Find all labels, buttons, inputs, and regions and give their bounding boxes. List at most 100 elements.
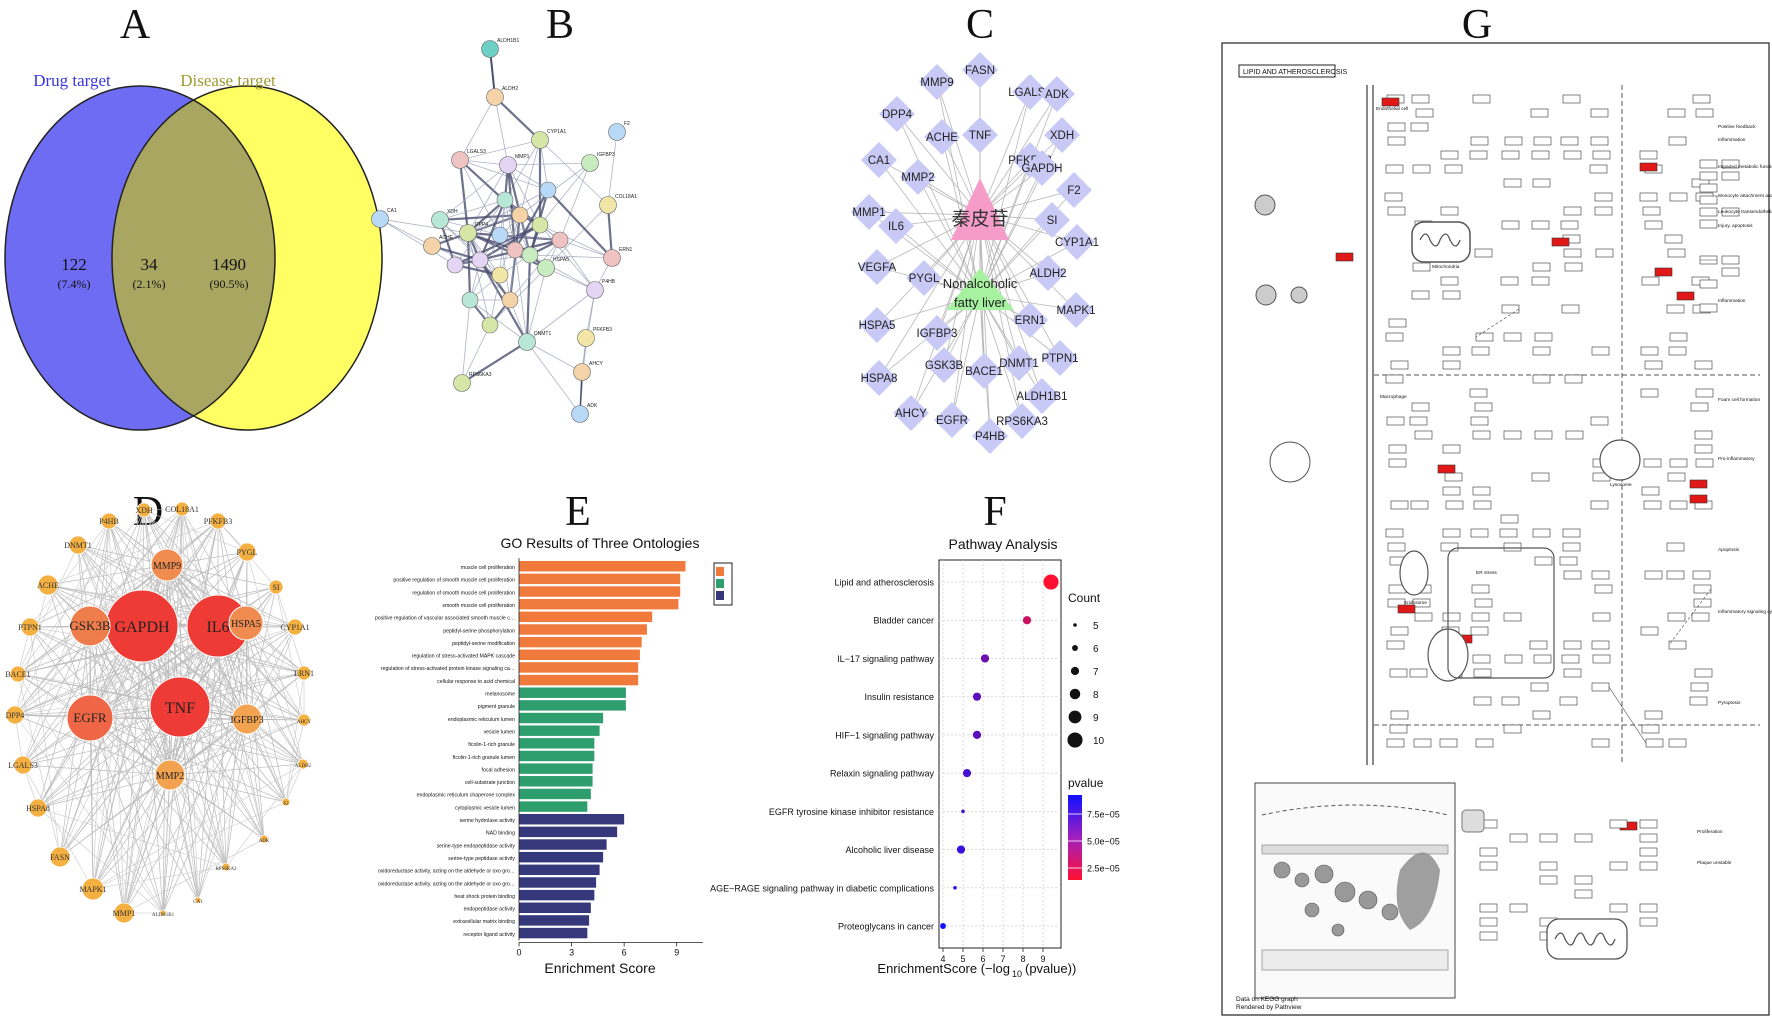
kegg-compartment-label: Mitochondria — [1432, 264, 1460, 270]
kegg-gene-box — [1699, 303, 1718, 313]
kegg-gene-box — [1594, 206, 1613, 216]
kegg-gene-box — [1472, 486, 1491, 496]
d-edge — [166, 564, 287, 803]
kegg-gene-box — [1501, 304, 1520, 314]
go-bar — [519, 738, 595, 749]
c-target-label: GAPDH — [1022, 163, 1063, 175]
kegg-gene-box — [1667, 248, 1686, 258]
kegg-endothelium-layer — [1261, 844, 1449, 855]
kegg-gene-box — [1473, 500, 1492, 510]
d-hub-label: MMP9 — [153, 561, 181, 572]
kegg-gene-box — [1690, 402, 1709, 412]
pathway-label: EGFR tyrosine kinase inhibitor resistanc… — [769, 807, 934, 817]
go-category-label: receptor ligand activity — [463, 932, 515, 938]
count-legend-dot — [1067, 732, 1083, 748]
d-edge — [89, 625, 125, 914]
ppi-edge — [459, 159, 549, 191]
c-target-label: MMP1 — [852, 207, 885, 219]
d-edge — [169, 718, 248, 776]
ppi-edge — [459, 159, 501, 236]
d-edge — [59, 672, 305, 858]
kegg-gene-box — [1412, 262, 1431, 272]
go-bar — [519, 725, 600, 736]
kegg-gene-box — [1387, 598, 1406, 608]
kegg-gene-box — [1387, 122, 1406, 132]
disease-triangle-node — [946, 268, 1014, 310]
go-category-label: peptidyl-serine modification — [452, 641, 515, 647]
d-edge — [246, 586, 277, 720]
kegg-title-box — [1238, 64, 1336, 78]
count-legend-dot — [1073, 623, 1077, 627]
ppi-node-p4hb — [586, 281, 604, 299]
kegg-gene-box — [1640, 346, 1659, 356]
kegg-compartment-label: Endosome — [1404, 600, 1427, 606]
go-category-label: cellular response to acid chemical — [437, 679, 515, 685]
d-node-label: CYP1A1 — [280, 623, 309, 632]
go-bar — [519, 598, 679, 610]
d-edge — [197, 626, 296, 901]
kegg-gene-box — [1413, 738, 1432, 748]
kegg-gene-box — [1644, 570, 1663, 580]
c-target-label: PYGL — [909, 273, 940, 285]
d-edge — [246, 551, 304, 765]
kegg-gene-box — [1389, 724, 1408, 734]
d-edge — [123, 774, 171, 914]
c-target-label: DPP4 — [882, 109, 913, 121]
ppi-node-label: IGFBP3 — [597, 152, 615, 158]
panel-d: D P4HBXDHCOL18A1PFKFB3DNMT1PYGLACHESIPTP… — [5, 489, 314, 924]
d-hub-mmp2 — [154, 759, 186, 791]
ppi-node — [521, 246, 539, 264]
kegg-gene-box — [1639, 847, 1658, 857]
kegg-gene-box — [1699, 159, 1718, 169]
kegg-gene-box — [1410, 500, 1429, 510]
go-bar — [519, 712, 604, 724]
kegg-outcome-label: Leukocyte transendothelial migration — [1718, 209, 1772, 215]
kegg-gene-box — [1442, 290, 1461, 300]
c-target-label: GSK3B — [925, 360, 964, 372]
c-target-node-mmp1 — [851, 194, 887, 230]
ppi-edge — [467, 189, 549, 234]
c-target-label: MAPK1 — [1057, 305, 1096, 317]
kegg-gene-box — [1643, 458, 1662, 468]
kegg-gene-box — [1473, 668, 1492, 678]
d-edge — [162, 706, 181, 914]
ppi-edge — [539, 162, 591, 226]
panel-e: E GO Results of Three Ontologies muscle … — [375, 489, 733, 976]
go-category-label: ficolin-1-rich granule — [468, 742, 515, 748]
c-target-node-fasn — [962, 52, 998, 88]
kegg-gene-box — [1533, 136, 1552, 146]
c-target-label: EGFR — [936, 415, 968, 427]
kegg-outcome-label: Apoptosis — [1718, 547, 1740, 553]
kegg-gene-box — [1591, 570, 1610, 580]
kegg-gene-box — [1475, 332, 1494, 342]
ppi-edge — [559, 162, 591, 241]
pvalue-tick-label: 2.5e−05 — [1087, 864, 1120, 874]
kegg-gene-box — [1529, 640, 1548, 650]
kegg-gene-box — [1531, 472, 1550, 482]
ppi-edge — [514, 189, 549, 251]
kegg-gene-box — [1440, 276, 1459, 286]
kegg-gene-box — [1676, 291, 1695, 301]
d-node-label: CA1 — [193, 900, 203, 905]
go-bar — [519, 573, 681, 585]
ppi-edge — [478, 199, 507, 261]
d-edge — [14, 520, 110, 716]
ppi-node-aldh2 — [486, 88, 504, 106]
d-edge — [14, 714, 171, 776]
kegg-gene-box — [1386, 738, 1405, 748]
d-edge — [47, 551, 248, 586]
d-node-mapk1 — [81, 877, 105, 901]
ppi-edge — [526, 341, 581, 415]
go-category-label: focal adhesion — [482, 767, 516, 773]
c-target-node-ca1 — [861, 142, 897, 178]
kegg-gene-box — [1474, 248, 1493, 258]
go-bar — [519, 611, 653, 623]
kegg-gene-box — [1442, 444, 1461, 454]
ppi-node — [491, 226, 509, 244]
d-node-label: ACHE — [37, 581, 59, 590]
ppi-edge — [559, 239, 596, 291]
kegg-gene-box — [1442, 346, 1461, 356]
ppi-node-ache — [423, 237, 441, 255]
kegg-gene-box — [1644, 710, 1663, 720]
